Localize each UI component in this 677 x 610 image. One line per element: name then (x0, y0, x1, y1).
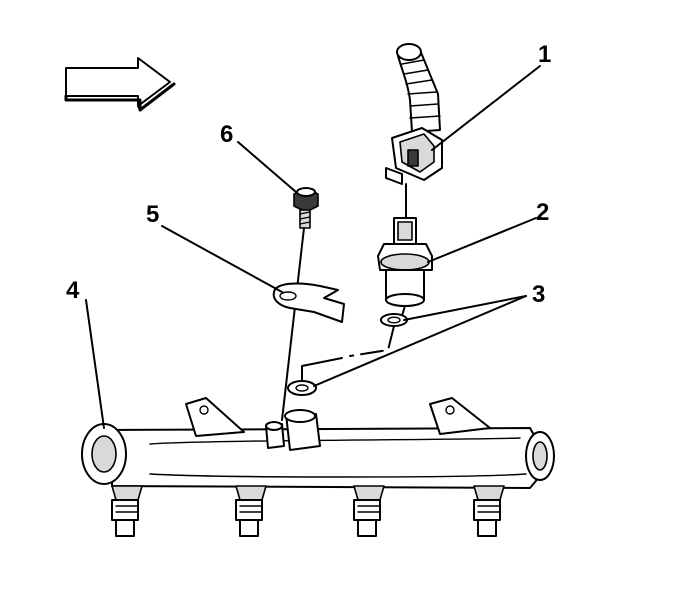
callout-5: 5 (146, 201, 159, 228)
leader-2 (427, 217, 537, 263)
leader-1 (431, 65, 541, 151)
fuel-pressure-sensor (377, 217, 433, 323)
injector-4 (473, 485, 505, 537)
callout-labels: 1 2 3 4 5 6 (66, 41, 551, 308)
injector-2 (235, 485, 267, 537)
injector-3 (353, 485, 385, 537)
leader-3a (403, 295, 527, 321)
callout-6: 6 (220, 121, 233, 148)
leader-lines (85, 65, 541, 429)
callout-1: 1 (538, 41, 551, 68)
leader-5 (161, 225, 283, 293)
leader-6 (237, 141, 297, 193)
wiring-harness-connector (385, 43, 443, 219)
o-ring-seals (287, 313, 408, 396)
mounting-bolt (281, 187, 319, 421)
fuel-rail (81, 397, 555, 537)
callout-3: 3 (532, 281, 545, 308)
retaining-bracket (272, 282, 345, 323)
callout-4: 4 (66, 277, 80, 304)
leader-4 (85, 299, 105, 429)
callout-2: 2 (536, 199, 549, 226)
leader-3b (313, 295, 527, 387)
injector-1 (111, 485, 143, 537)
direction-arrow-icon (64, 57, 176, 112)
